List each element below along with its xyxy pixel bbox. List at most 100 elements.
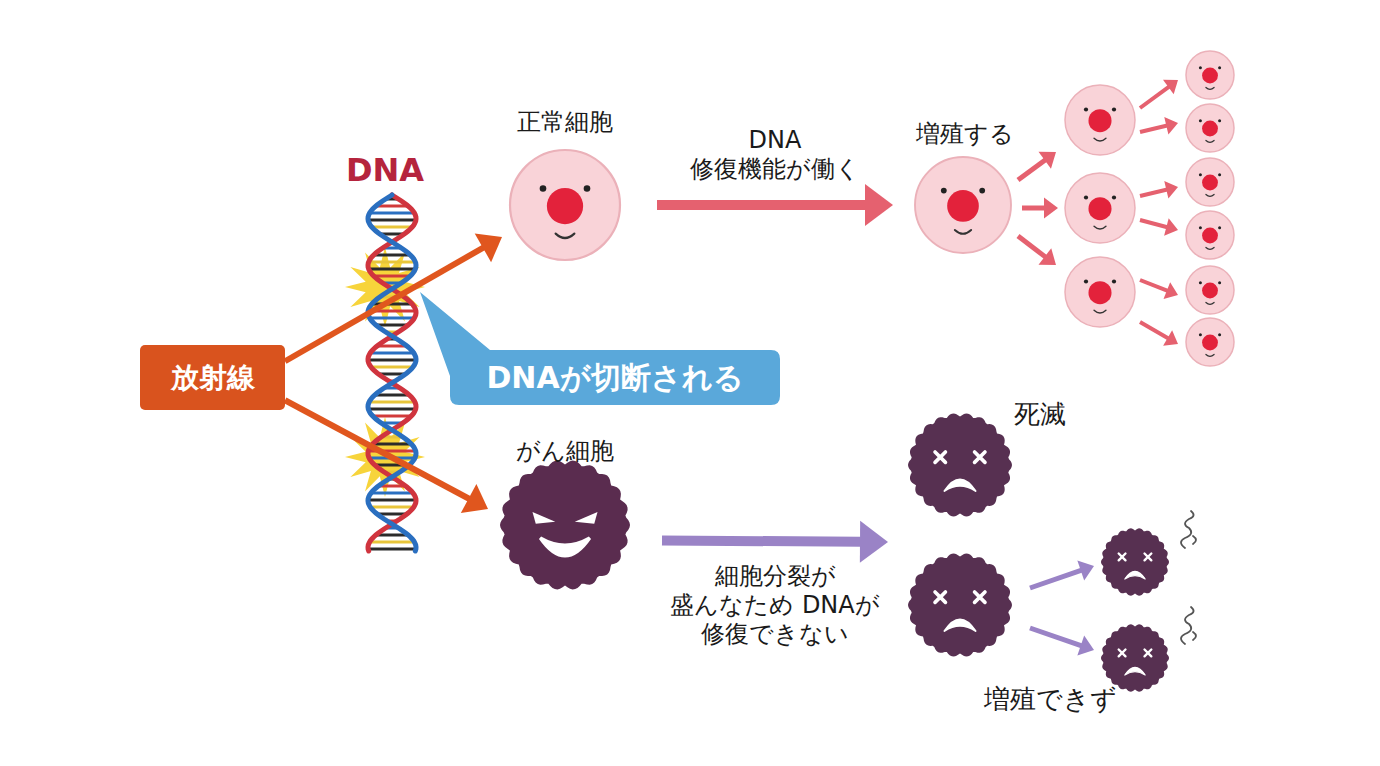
arrow-shaft [1022,206,1045,211]
callout-fill [420,292,780,405]
smoke-puff [1181,607,1196,644]
cell-body [1065,85,1135,155]
node-label: がん細胞 [516,437,614,466]
dead-eye [935,452,945,462]
arrow-shaft [1140,220,1167,227]
base-pair [369,261,416,264]
cell-mouth [1206,247,1214,249]
arrow-head [860,521,888,563]
cell-eye [1218,281,1221,284]
dna-strand [368,195,416,551]
base-pair [368,548,416,551]
cancer-body [500,461,630,590]
cell-nucleus [1202,175,1218,191]
arrow-head [1044,198,1058,219]
base-pair [369,268,416,271]
connector [285,400,488,513]
daughter-cell [1186,266,1234,314]
dead-eye [1119,650,1126,657]
arrow-shaft [1140,322,1168,338]
cell-face [913,155,1013,255]
cell-eye [1199,66,1202,69]
base-pair [370,317,415,320]
base-pair [372,226,412,229]
cell-nucleus [1202,121,1218,137]
dead-body [908,554,1012,657]
dead-mouth [1125,571,1145,579]
cell-mouth [1206,140,1214,142]
arrow-head [1163,80,1178,94]
cell-mouth [1094,138,1106,141]
cell-body [1186,266,1234,314]
cell-eye [979,188,985,194]
dead-eye [935,592,945,602]
cell-eye [1199,226,1202,229]
arrow-head [865,184,893,226]
cell-body [1186,104,1234,152]
cell-face [498,458,632,592]
cell-eye [540,185,547,192]
cell-nucleus [1202,335,1218,351]
arrow-shaft [285,400,469,499]
base-pair [368,219,416,222]
cell-face [906,411,1014,519]
cell-eye [1218,333,1221,336]
cancer-eye [575,512,598,524]
cell-eye [1199,173,1202,176]
cell-eye [1112,279,1116,283]
cell-nucleus [1202,68,1218,84]
base-pair [374,254,411,257]
node-label: 放射線 [171,361,255,395]
arrow-head [1164,218,1178,235]
base-pair [373,415,412,418]
cell-nucleus [947,190,979,222]
base-pair [370,212,415,215]
node-label: 正常細胞 [517,108,613,137]
cell-mouth [1094,310,1106,313]
node-label: 増殖できず [984,684,1117,715]
base-pair [368,499,416,502]
cell-eye [1084,279,1088,283]
cell-eye [584,185,591,192]
daughter-cell [1186,211,1234,259]
spread-arrow [1140,218,1178,235]
arrow-head [1163,330,1178,346]
spread-arrow [1140,80,1178,108]
base-pair [373,443,412,446]
failed-arrow [1030,628,1094,655]
cell-mouth [556,234,575,238]
dead-eye [1145,554,1152,561]
arrow-shaft [657,200,866,210]
base-pair [371,366,413,369]
cell-eye [1199,281,1202,284]
base-pair [369,401,415,404]
cell-nucleus [1202,228,1218,244]
arrow-shaft [1140,126,1167,132]
cell-body [1065,257,1135,327]
cell-node: 死滅 [905,398,1065,520]
node-label: 死滅 [1014,399,1066,430]
dead-body [1101,528,1169,595]
spread-arrow [1140,322,1178,346]
cell-eye [1112,107,1116,111]
spread-arrow [1140,117,1178,135]
arrow-head [475,234,502,263]
edge-label: 細胞分裂が 盛んなため DNAが 修復できない [659,562,891,648]
arrow-shaft [1140,280,1168,291]
dead-eye [975,592,985,602]
daughter-cell [1065,257,1135,327]
failed-cell [1101,624,1169,691]
cell-eye [1218,66,1221,69]
arrow-shaft [1018,236,1046,257]
cell-body [1186,211,1234,259]
cell-eye [1199,333,1202,336]
spread-arrow [1018,152,1056,180]
dead-body [908,414,1012,517]
cell-face [906,551,1014,659]
cell-node: 正常細胞 [505,100,625,265]
cell-mouth [1206,302,1214,304]
cell-node: 増殖できず [905,552,1115,722]
cell-eye [1218,119,1221,122]
cell-eye [1084,195,1088,199]
cell-nucleus [547,188,583,224]
